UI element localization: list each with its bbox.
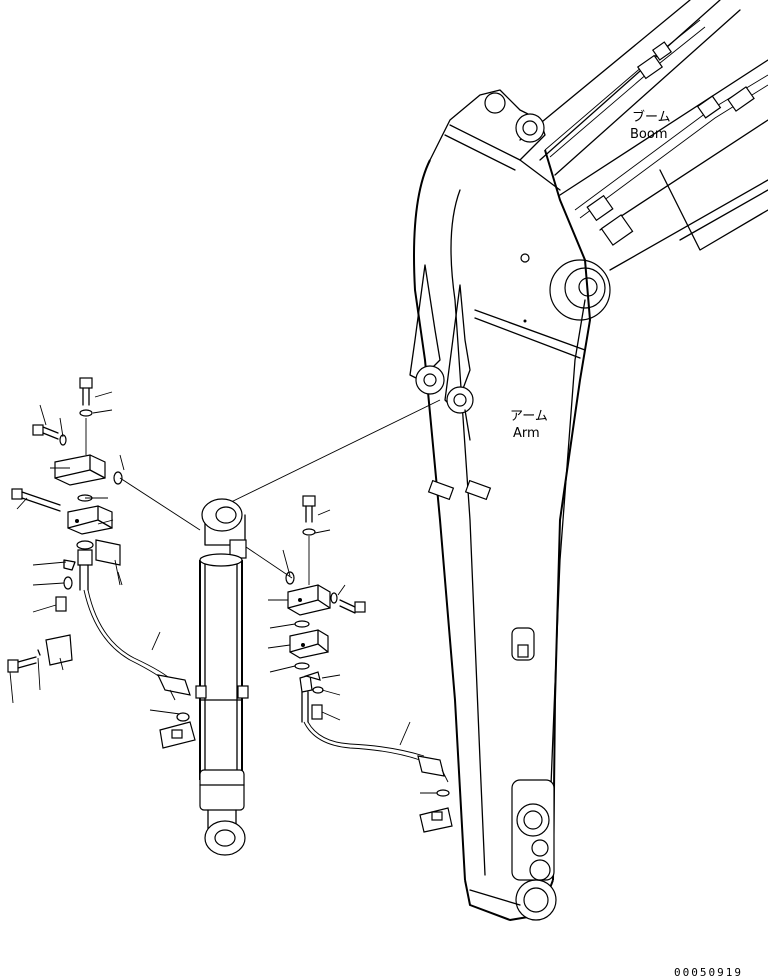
left-valve-assembly <box>7 377 196 749</box>
o-ring <box>113 471 123 485</box>
boom <box>519 0 768 321</box>
drawing-code: 00050919 <box>674 966 743 979</box>
leader-line <box>224 399 441 506</box>
right-valve-assembly <box>287 495 453 833</box>
arm <box>409 89 591 921</box>
arm-label-en: Arm <box>513 426 540 441</box>
arm-label-jp: アーム <box>510 409 548 424</box>
hydraulic-cylinder <box>195 498 249 856</box>
o-ring <box>285 571 295 585</box>
boom-label-en: Boom <box>630 127 668 142</box>
callout-lines <box>9 391 437 794</box>
boom-label-jp: ブーム <box>632 109 671 125</box>
